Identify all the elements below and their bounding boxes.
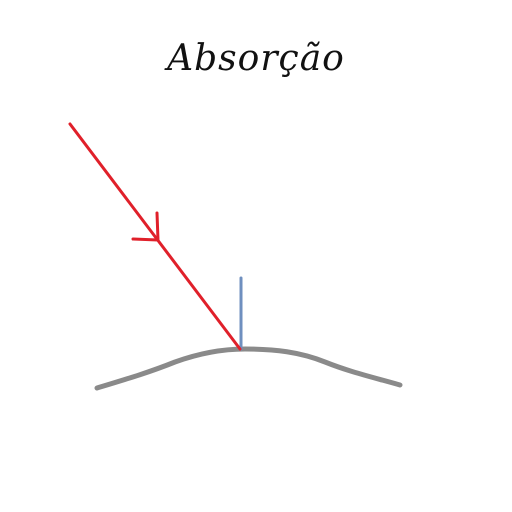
incident-ray-arrowhead bbox=[131, 211, 160, 242]
surface-curve bbox=[94, 346, 403, 391]
diagram-title: Absorção bbox=[167, 38, 345, 79]
incident-ray bbox=[68, 122, 242, 351]
